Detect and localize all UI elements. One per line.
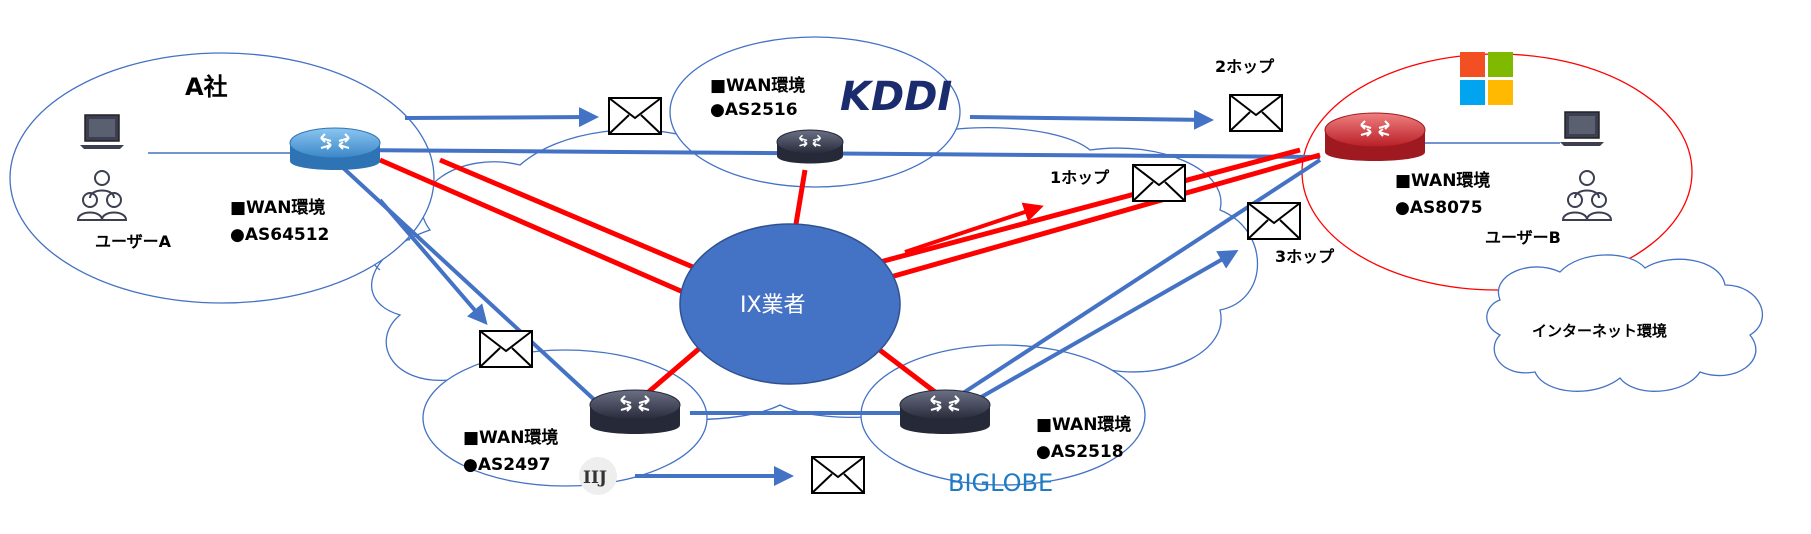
user-a-label: ユーザーA	[95, 232, 172, 251]
company-a-label: A社	[185, 73, 228, 101]
as-a-env: ■WAN環境	[230, 197, 325, 218]
biglobe-logo: BIGLOBE	[948, 469, 1053, 497]
internet-label: インターネット環境	[1532, 322, 1667, 340]
kddi-logo: KDDI	[840, 74, 952, 120]
link-ix-b-2	[879, 147, 1301, 265]
as-iij-number: ●AS2497	[463, 455, 551, 475]
internet-cloud	[1486, 254, 1764, 392]
as-biglobe-number: ●AS2518	[1036, 442, 1124, 462]
arrow-kddi-to-b	[969, 109, 1214, 130]
link-a-ix-2	[439, 157, 701, 273]
envelope-icon	[1247, 202, 1301, 240]
envelope-icon	[479, 330, 533, 368]
as-iij-env: ■WAN環境	[463, 427, 558, 448]
as-b-env: ■WAN環境	[1395, 170, 1490, 191]
microsoft-logo	[1460, 52, 1513, 105]
iij-logo-badge	[579, 457, 617, 495]
link-ix-b-1	[879, 152, 1321, 283]
router-biglobe	[899, 389, 991, 434]
hop2-label: 2ホップ	[1215, 57, 1275, 76]
as-kddi-env: ■WAN環境	[710, 75, 805, 96]
router-iij	[589, 389, 681, 434]
as-a-number: ●AS64512	[230, 225, 329, 245]
iij-network-ellipse	[422, 349, 708, 487]
hop1-arrow	[904, 202, 1044, 254]
arrow-biglobe-to-b	[954, 250, 1239, 414]
envelope-icon	[811, 456, 865, 494]
link-a-ix-1	[379, 157, 691, 298]
link-kddi-ix	[792, 169, 808, 231]
ix-provider	[679, 223, 901, 385]
as-kddi-number: ●AS2516	[710, 100, 798, 120]
as-biglobe-env: ■WAN環境	[1036, 414, 1131, 435]
user-b-label: ユーザーB	[1485, 228, 1561, 247]
envelope-icon	[608, 97, 662, 135]
hop1-label: 1ホップ	[1050, 168, 1110, 187]
iij-logo: IIJ	[583, 468, 607, 488]
kddi-network-ellipse	[669, 36, 961, 188]
router-kddi	[776, 129, 844, 164]
hop3-label: 3ホップ	[1275, 247, 1335, 266]
arrow-a-to-iij	[378, 198, 488, 326]
arrow-a-to-kddi	[404, 107, 599, 128]
link-biglobe-b	[958, 158, 1322, 397]
envelope-icon	[1229, 94, 1283, 132]
envelope-icon	[1132, 164, 1186, 202]
router-b	[1324, 112, 1426, 161]
as-b-number: ●AS8075	[1395, 198, 1483, 218]
ix-label: IX業者	[740, 293, 806, 318]
router-a	[289, 127, 381, 170]
